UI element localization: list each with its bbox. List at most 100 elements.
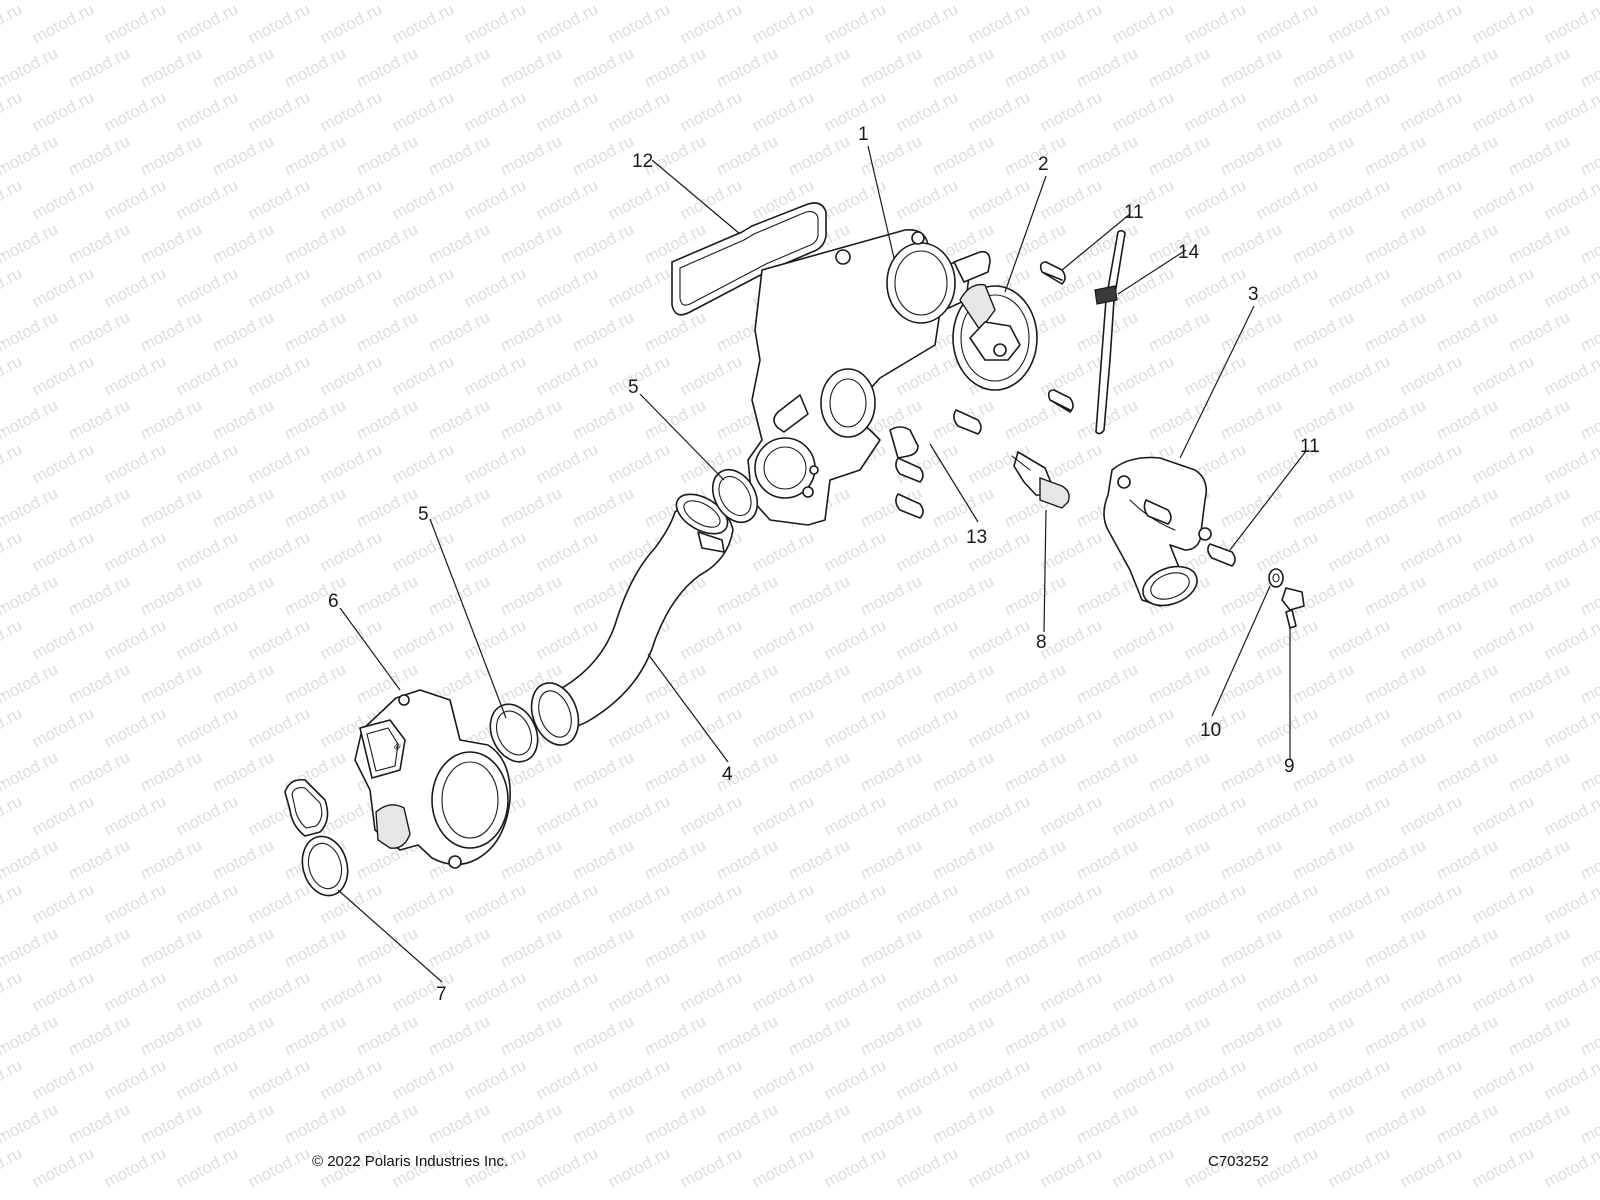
watermark-text: motod.ru	[1109, 879, 1177, 927]
watermark-text: motod.ru	[1073, 923, 1141, 971]
watermark-text: motod.ru	[605, 1055, 673, 1103]
watermark-text: motod.ru	[0, 791, 25, 839]
watermark-text: motod.ru	[0, 615, 25, 663]
watermark-text: motod.ru	[0, 1143, 25, 1191]
part-4-hose	[530, 493, 734, 746]
watermark-text: motod.ru	[605, 351, 673, 399]
watermark-text: motod.ru	[353, 923, 421, 971]
watermark-text: motod.ru	[1577, 0, 1600, 4]
watermark-text: motod.ru	[0, 395, 61, 443]
watermark-text: motod.ru	[1181, 351, 1249, 399]
watermark-text: motod.ru	[785, 571, 853, 619]
watermark-text: motod.ru	[1217, 1099, 1285, 1147]
watermark-text: motod.ru	[1253, 175, 1321, 223]
watermark-text: motod.ru	[821, 703, 889, 751]
watermark-text: motod.ru	[1037, 967, 1105, 1015]
watermark-text: motod.ru	[173, 527, 241, 575]
watermark-text: motod.ru	[173, 791, 241, 839]
watermark-text: motod.ru	[1577, 747, 1600, 795]
watermark-text: motod.ru	[821, 879, 889, 927]
watermark-text: motod.ru	[1469, 263, 1537, 311]
watermark-text: motod.ru	[497, 395, 565, 443]
watermark-text: motod.ru	[965, 1143, 1033, 1191]
watermark-text: motod.ru	[0, 219, 61, 267]
watermark-text: motod.ru	[281, 923, 349, 971]
watermark-text: motod.ru	[101, 967, 169, 1015]
watermark-text: motod.ru	[317, 263, 385, 311]
watermark-text: motod.ru	[1109, 351, 1177, 399]
watermark-text: motod.ru	[497, 219, 565, 267]
watermark-text: motod.ru	[1001, 1011, 1069, 1059]
watermark-text: motod.ru	[713, 0, 781, 4]
watermark-text: motod.ru	[1469, 439, 1537, 487]
watermark-text: motod.ru	[1073, 659, 1141, 707]
part-1-thermostat-housing	[747, 228, 991, 526]
watermark-text: motod.ru	[1073, 0, 1141, 4]
watermark-text: motod.ru	[533, 967, 601, 1015]
watermark-text: motod.ru	[677, 615, 745, 663]
watermark-text: motod.ru	[533, 1055, 601, 1103]
watermark-text: motod.ru	[1145, 835, 1213, 883]
watermark-text: motod.ru	[1145, 395, 1213, 443]
watermark-text: motod.ru	[857, 1011, 925, 1059]
watermark-text: motod.ru	[461, 175, 529, 223]
watermark-text: motod.ru	[1145, 1011, 1213, 1059]
watermark-text: motod.ru	[785, 43, 853, 91]
watermark-text: motod.ru	[893, 527, 961, 575]
watermark-text: motod.ru	[209, 395, 277, 443]
watermark-text: motod.ru	[209, 923, 277, 971]
watermark-text: motod.ru	[137, 43, 205, 91]
watermark-text: motod.ru	[1037, 1143, 1105, 1191]
watermark-text: motod.ru	[893, 615, 961, 663]
watermark-text: motod.ru	[1541, 0, 1600, 48]
watermark-text: motod.ru	[1253, 0, 1321, 48]
watermark-text: motod.ru	[1433, 659, 1501, 707]
watermark-text: motod.ru	[353, 307, 421, 355]
watermark-text: motod.ru	[65, 219, 133, 267]
watermark-text: motod.ru	[1001, 659, 1069, 707]
watermark-text: motod.ru	[1289, 1011, 1357, 1059]
watermark-text: motod.ru	[29, 703, 97, 751]
watermark-text: motod.ru	[713, 835, 781, 883]
watermark-text: motod.ru	[245, 351, 313, 399]
watermark-text: motod.ru	[65, 307, 133, 355]
part-6-water-pump: ≋	[354, 689, 511, 869]
watermark-text: motod.ru	[893, 1143, 961, 1191]
watermark-text: motod.ru	[353, 1099, 421, 1147]
watermark-text: motod.ru	[569, 0, 637, 4]
watermark-text: motod.ru	[353, 43, 421, 91]
watermark-text: motod.ru	[1577, 571, 1600, 619]
watermark-text: motod.ru	[389, 439, 457, 487]
watermark-text: motod.ru	[29, 527, 97, 575]
watermark-text: motod.ru	[1109, 1143, 1177, 1191]
watermark-text: motod.ru	[1361, 395, 1429, 443]
part-8-temp-sensor	[1011, 451, 1070, 509]
watermark-text: motod.ru	[1361, 923, 1429, 971]
watermark-text: motod.ru	[425, 923, 493, 971]
watermark-text: motod.ru	[965, 879, 1033, 927]
watermark-text: motod.ru	[929, 923, 997, 971]
watermark-text: motod.ru	[713, 1011, 781, 1059]
watermark-text: motod.ru	[1397, 527, 1465, 575]
watermark-text: motod.ru	[245, 1143, 313, 1191]
watermark-text: motod.ru	[821, 0, 889, 48]
watermark-text: motod.ru	[1109, 1055, 1177, 1103]
watermark-text: motod.ru	[641, 1099, 709, 1147]
watermark-text: motod.ru	[605, 791, 673, 839]
watermark-text: motod.ru	[533, 791, 601, 839]
watermark-text: motod.ru	[641, 1011, 709, 1059]
watermark-text: motod.ru	[65, 395, 133, 443]
watermark-text: motod.ru	[1217, 219, 1285, 267]
watermark-text: motod.ru	[965, 703, 1033, 751]
watermark-text: motod.ru	[461, 0, 529, 48]
watermark-text: motod.ru	[821, 1143, 889, 1191]
watermark-text: motod.ru	[1433, 747, 1501, 795]
watermark-text: motod.ru	[245, 967, 313, 1015]
watermark-text: motod.ru	[425, 219, 493, 267]
watermark-text: motod.ru	[0, 131, 61, 179]
watermark-text: motod.ru	[1181, 87, 1249, 135]
watermark-text: motod.ru	[965, 87, 1033, 135]
watermark-text: motod.ru	[65, 659, 133, 707]
watermark-text: motod.ru	[1577, 835, 1600, 883]
watermark-text: motod.ru	[29, 175, 97, 223]
